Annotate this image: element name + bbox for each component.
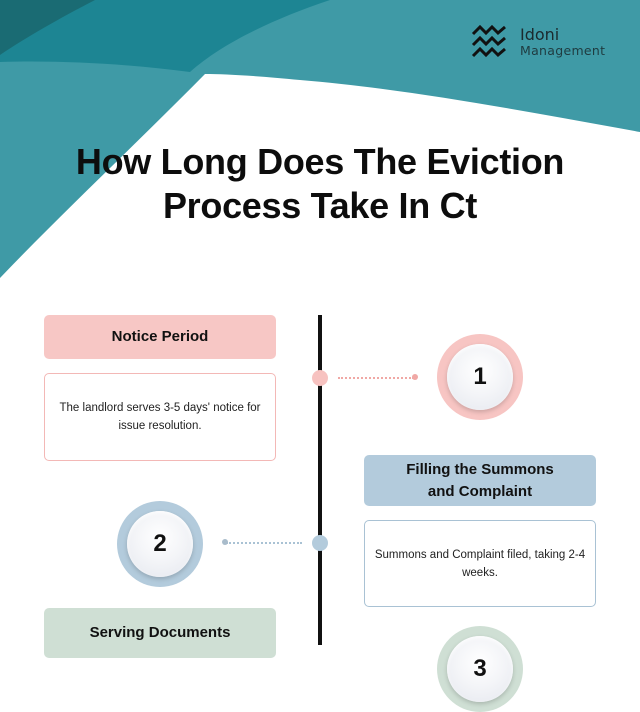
step-3-title: Serving Documents bbox=[89, 624, 231, 641]
title-line-2: Process Take In Ct bbox=[162, 185, 478, 226]
timeline-dot-1 bbox=[312, 370, 328, 386]
step-1-connector bbox=[338, 377, 414, 379]
step-2-description: Summons and Complaint filed, taking 2-4 … bbox=[374, 548, 586, 579]
zigzag-waves-icon bbox=[471, 24, 506, 58]
step-1-number: 1 bbox=[473, 363, 487, 390]
step-2-connector bbox=[226, 542, 302, 544]
brand-name: Idoni bbox=[520, 24, 560, 44]
step-1-connector-end bbox=[412, 374, 418, 380]
step-3-header: Serving Documents bbox=[44, 608, 276, 658]
step-3-number-badge: 3 bbox=[437, 626, 523, 712]
step-1-title: Notice Period bbox=[111, 328, 209, 345]
timeline-line bbox=[318, 315, 322, 645]
title-line-1: How Long Does The Eviction bbox=[75, 141, 565, 182]
step-2-number-badge: 2 bbox=[117, 501, 203, 587]
step-1-description-box: The landlord serves 3-5 days' notice for… bbox=[44, 373, 276, 461]
brand-subtitle: Management bbox=[520, 43, 606, 58]
step-1-description: The landlord serves 3-5 days' notice for… bbox=[59, 402, 261, 432]
step-2-header: Filling the Summons and Complaint bbox=[364, 455, 596, 506]
timeline-dot-2 bbox=[312, 535, 328, 551]
header-background bbox=[0, 0, 640, 278]
step-1-header: Notice Period bbox=[44, 315, 276, 359]
step-2-title-line-1: Filling the Summons bbox=[406, 460, 554, 478]
step-2-description-box: Summons and Complaint filed, taking 2-4 … bbox=[364, 520, 596, 607]
step-3-number: 3 bbox=[473, 655, 487, 682]
page-title: How Long Does The Eviction Process Take … bbox=[0, 140, 640, 228]
brand-logo: Idoni Management bbox=[470, 24, 605, 60]
step-2-number: 2 bbox=[153, 530, 167, 557]
step-1-number-badge: 1 bbox=[437, 334, 523, 420]
step-2-title-line-2: and Complaint bbox=[427, 482, 533, 500]
step-2-connector-end bbox=[222, 539, 228, 545]
